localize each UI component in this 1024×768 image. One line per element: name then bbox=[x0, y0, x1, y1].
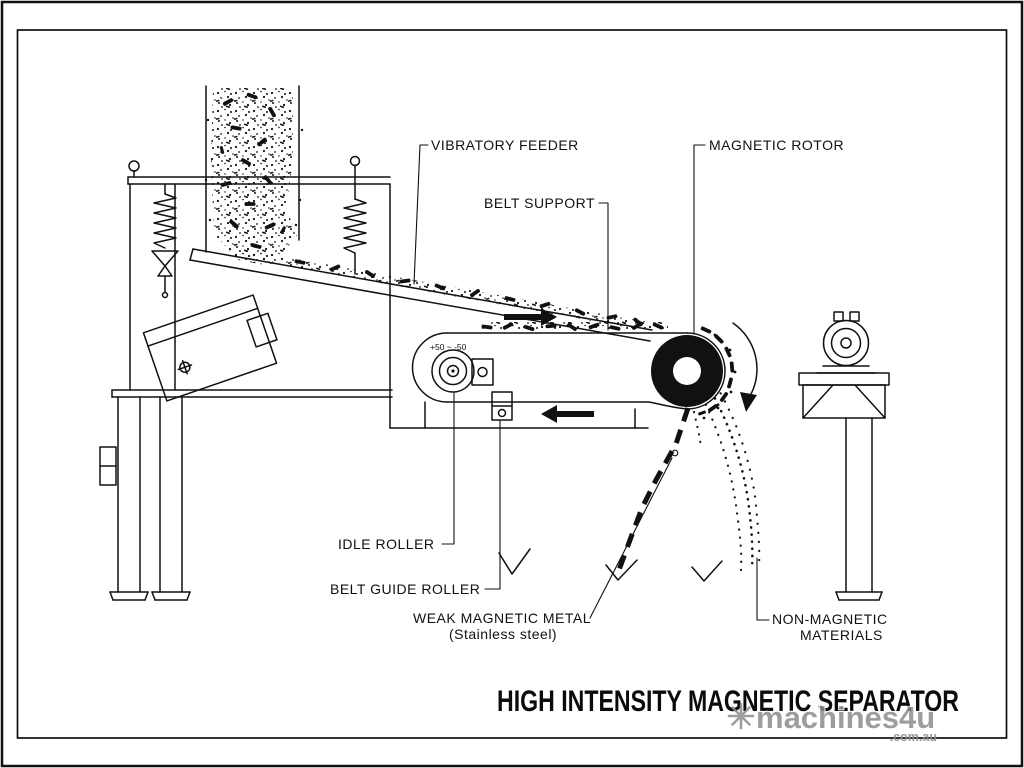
label-roller-adjustment: +50 ~ -50 bbox=[430, 342, 467, 352]
belt-guide-roller bbox=[491, 391, 513, 421]
label-weak-magnetic-metal: WEAK MAGNETIC METAL bbox=[413, 610, 591, 626]
belt-direction-arrow bbox=[504, 308, 557, 326]
bin-mark-right bbox=[691, 560, 723, 582]
magnetic-rotor bbox=[651, 325, 737, 420]
feed-hopper bbox=[204, 85, 304, 266]
frame-leg-right bbox=[151, 396, 191, 601]
feeder-drive-box bbox=[142, 294, 278, 402]
label-magnetic-rotor: MAGNETIC ROTOR bbox=[709, 137, 844, 153]
machine-frame bbox=[99, 160, 649, 601]
callout-labels: VIBRATORY FEEDER MAGNETIC ROTOR BELT SUP… bbox=[330, 137, 888, 643]
lifting-eye-icon bbox=[128, 160, 140, 172]
watermark: machines4u .com.au bbox=[727, 699, 937, 744]
motor-stand-leg bbox=[835, 417, 883, 601]
non-magnetic-stream bbox=[692, 380, 761, 572]
label-non-magnetic-materials: MATERIALS bbox=[800, 627, 883, 643]
watermark-brand: machines4u bbox=[756, 700, 935, 735]
drive-motor bbox=[798, 311, 890, 601]
label-belt-guide-roller: BELT GUIDE ROLLER bbox=[330, 581, 480, 597]
suspension-spring-left bbox=[151, 183, 179, 299]
label-non-magnetic: NON-MAGNETIC bbox=[772, 611, 888, 627]
stray-dots bbox=[204, 118, 304, 227]
roller-bearing-block bbox=[471, 358, 494, 386]
label-idle-roller: IDLE ROLLER bbox=[338, 536, 435, 552]
weak-magnetic-trajectory bbox=[616, 407, 691, 571]
bin-mark-left bbox=[498, 548, 531, 575]
return-direction-arrow bbox=[541, 405, 594, 423]
material-on-belt bbox=[482, 322, 668, 330]
suspension-spring-right bbox=[343, 155, 367, 275]
machines4u-star-icon bbox=[727, 702, 755, 730]
label-belt-support: BELT SUPPORT bbox=[484, 195, 595, 211]
label-vibratory-feeder: VIBRATORY FEEDER bbox=[431, 137, 579, 153]
rotor-rotation-arrow bbox=[732, 322, 758, 397]
material-flow bbox=[498, 308, 761, 582]
callout-leaders bbox=[413, 144, 770, 621]
watermark-domain: .com.au bbox=[890, 730, 937, 744]
idle-roller bbox=[431, 349, 475, 393]
rotor-dots bbox=[702, 333, 737, 420]
label-stainless-steel-note: (Stainless steel) bbox=[449, 626, 557, 642]
frame-leg-left bbox=[109, 396, 149, 601]
bin-mark-middle bbox=[605, 559, 638, 581]
diagram-title: HIGH INTENSITY MAGNETIC SEPARATOR bbox=[497, 685, 959, 718]
conveyor-belt bbox=[411, 321, 726, 421]
